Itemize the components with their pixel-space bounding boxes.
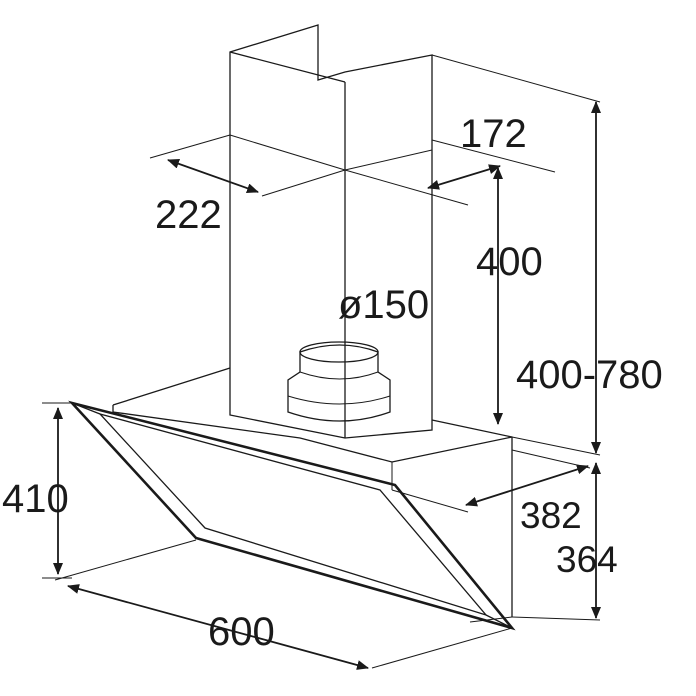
label-172: 172 — [460, 112, 527, 156]
ext-600-right — [371, 627, 513, 669]
label-364: 364 — [556, 539, 618, 580]
duct-collar-top — [299, 341, 379, 363]
hood-top-back-left — [112, 367, 231, 406]
ext-172-right — [431, 139, 556, 173]
duct-collar-body — [287, 344, 391, 422]
dim-arrow-222 — [167, 158, 259, 194]
label-222: 222 — [155, 193, 222, 237]
ext-172-left — [344, 169, 469, 206]
label-400: 400 — [476, 240, 543, 284]
ext-222-left — [149, 134, 231, 159]
ext-top-right — [431, 54, 601, 103]
extension-lines — [42, 54, 601, 669]
hood-box — [112, 367, 513, 623]
dim-arrow-172 — [427, 164, 501, 190]
ext-382-back — [511, 449, 591, 469]
duct-collar-ring — [287, 395, 391, 405]
label-400-780: 400-780 — [516, 353, 663, 397]
duct-collar — [287, 341, 391, 422]
glass-panel-corner-tl — [71, 402, 101, 415]
chimney-overlap-line-left — [229, 134, 346, 171]
chimney-top-edge-left — [229, 51, 346, 83]
chimney-outline — [229, 24, 433, 439]
ext-600-left — [54, 539, 197, 581]
label-duct-diameter: ø150 — [338, 283, 429, 327]
ext-382-front — [391, 489, 469, 513]
duct-collar-step — [299, 371, 379, 380]
dimension-labels: 172 222 400 ø150 400-780 382 364 410 600 — [2, 112, 663, 654]
ext-hood-top — [511, 436, 601, 456]
hood-front-top — [112, 405, 513, 463]
glass-panel-corner-br — [485, 614, 513, 629]
dim-arrow-600 — [67, 584, 369, 670]
glass-panel-inner — [97, 412, 488, 617]
ext-hood-bottom — [511, 616, 601, 621]
dim-arrow-382 — [465, 464, 589, 507]
hood-right-side — [431, 419, 513, 617]
label-600: 600 — [208, 610, 275, 654]
label-410: 410 — [2, 477, 69, 521]
ext-222-right — [261, 169, 346, 197]
chimney-overlap-line-right — [344, 149, 433, 171]
dimension-arrows — [53, 101, 601, 670]
label-382: 382 — [520, 495, 582, 536]
chimney — [229, 24, 433, 439]
